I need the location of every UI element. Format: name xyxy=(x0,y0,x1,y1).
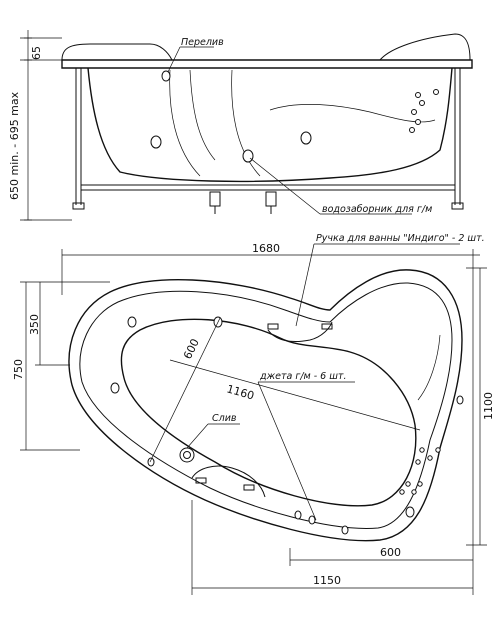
dim-bottom-1150: 1150 xyxy=(313,574,341,587)
drain-label: Слив xyxy=(212,413,237,424)
dim-height-650-695: 650 min. - 695 max xyxy=(8,91,21,200)
elevation-jets xyxy=(150,70,439,163)
elevation-seat xyxy=(269,104,436,123)
plan-seat-contour xyxy=(417,334,441,401)
dim-inner-length-1160: 1160 xyxy=(225,382,255,402)
elevation-rim xyxy=(61,59,473,69)
elevation-headrest-right xyxy=(379,33,471,61)
plan-handle-recess-bottom xyxy=(191,465,266,498)
plan-handle-recess-top xyxy=(267,321,333,343)
elevation-dim-lines xyxy=(20,30,72,221)
elevation-inner-contour-mid xyxy=(231,69,261,177)
handles-label: Ручка для ванны "Индиго" - 2 шт. xyxy=(316,233,485,244)
elevation-inner-contour-right xyxy=(189,69,216,161)
dim-offset-350: 350 xyxy=(28,314,41,335)
drain-leader xyxy=(186,423,209,449)
dim-depth-750: 750 xyxy=(12,359,25,380)
plan-handles xyxy=(195,323,333,491)
plan-outer-rim xyxy=(68,269,463,542)
dim-inner-width-600: 600 xyxy=(181,337,202,362)
elevation-inner-contour-left xyxy=(169,69,201,177)
dim-total-width-1680: 1680 xyxy=(252,242,280,255)
elevation-legs xyxy=(72,68,464,214)
dim-bottom-600: 600 xyxy=(380,546,401,559)
dim-rim-65: 65 xyxy=(30,46,43,60)
drain-icon xyxy=(179,447,195,463)
plan-basin xyxy=(120,318,417,507)
water-intake-label: водозаборник для г/м xyxy=(322,204,432,215)
dim-total-depth-1100: 1100 xyxy=(482,392,495,420)
elevation-tub-body xyxy=(87,67,453,183)
plan-dim-lines xyxy=(20,249,487,595)
elevation-view: 65 650 min. - 695 max Перелив водозаборн… xyxy=(8,30,473,221)
jets-label: джета г/м - 6 шт. xyxy=(259,371,346,382)
overflow-leader xyxy=(167,46,181,73)
elevation-headrest-left xyxy=(61,43,173,61)
plan-view: 1680 1100 750 350 1160 600 600 1150 Ручк… xyxy=(12,233,495,595)
handles-leader xyxy=(295,243,315,327)
overflow-label: Перелив xyxy=(181,37,224,48)
water-intake-leader xyxy=(249,157,321,215)
jets-leader xyxy=(257,381,317,521)
plan-inner-rim xyxy=(79,282,453,529)
